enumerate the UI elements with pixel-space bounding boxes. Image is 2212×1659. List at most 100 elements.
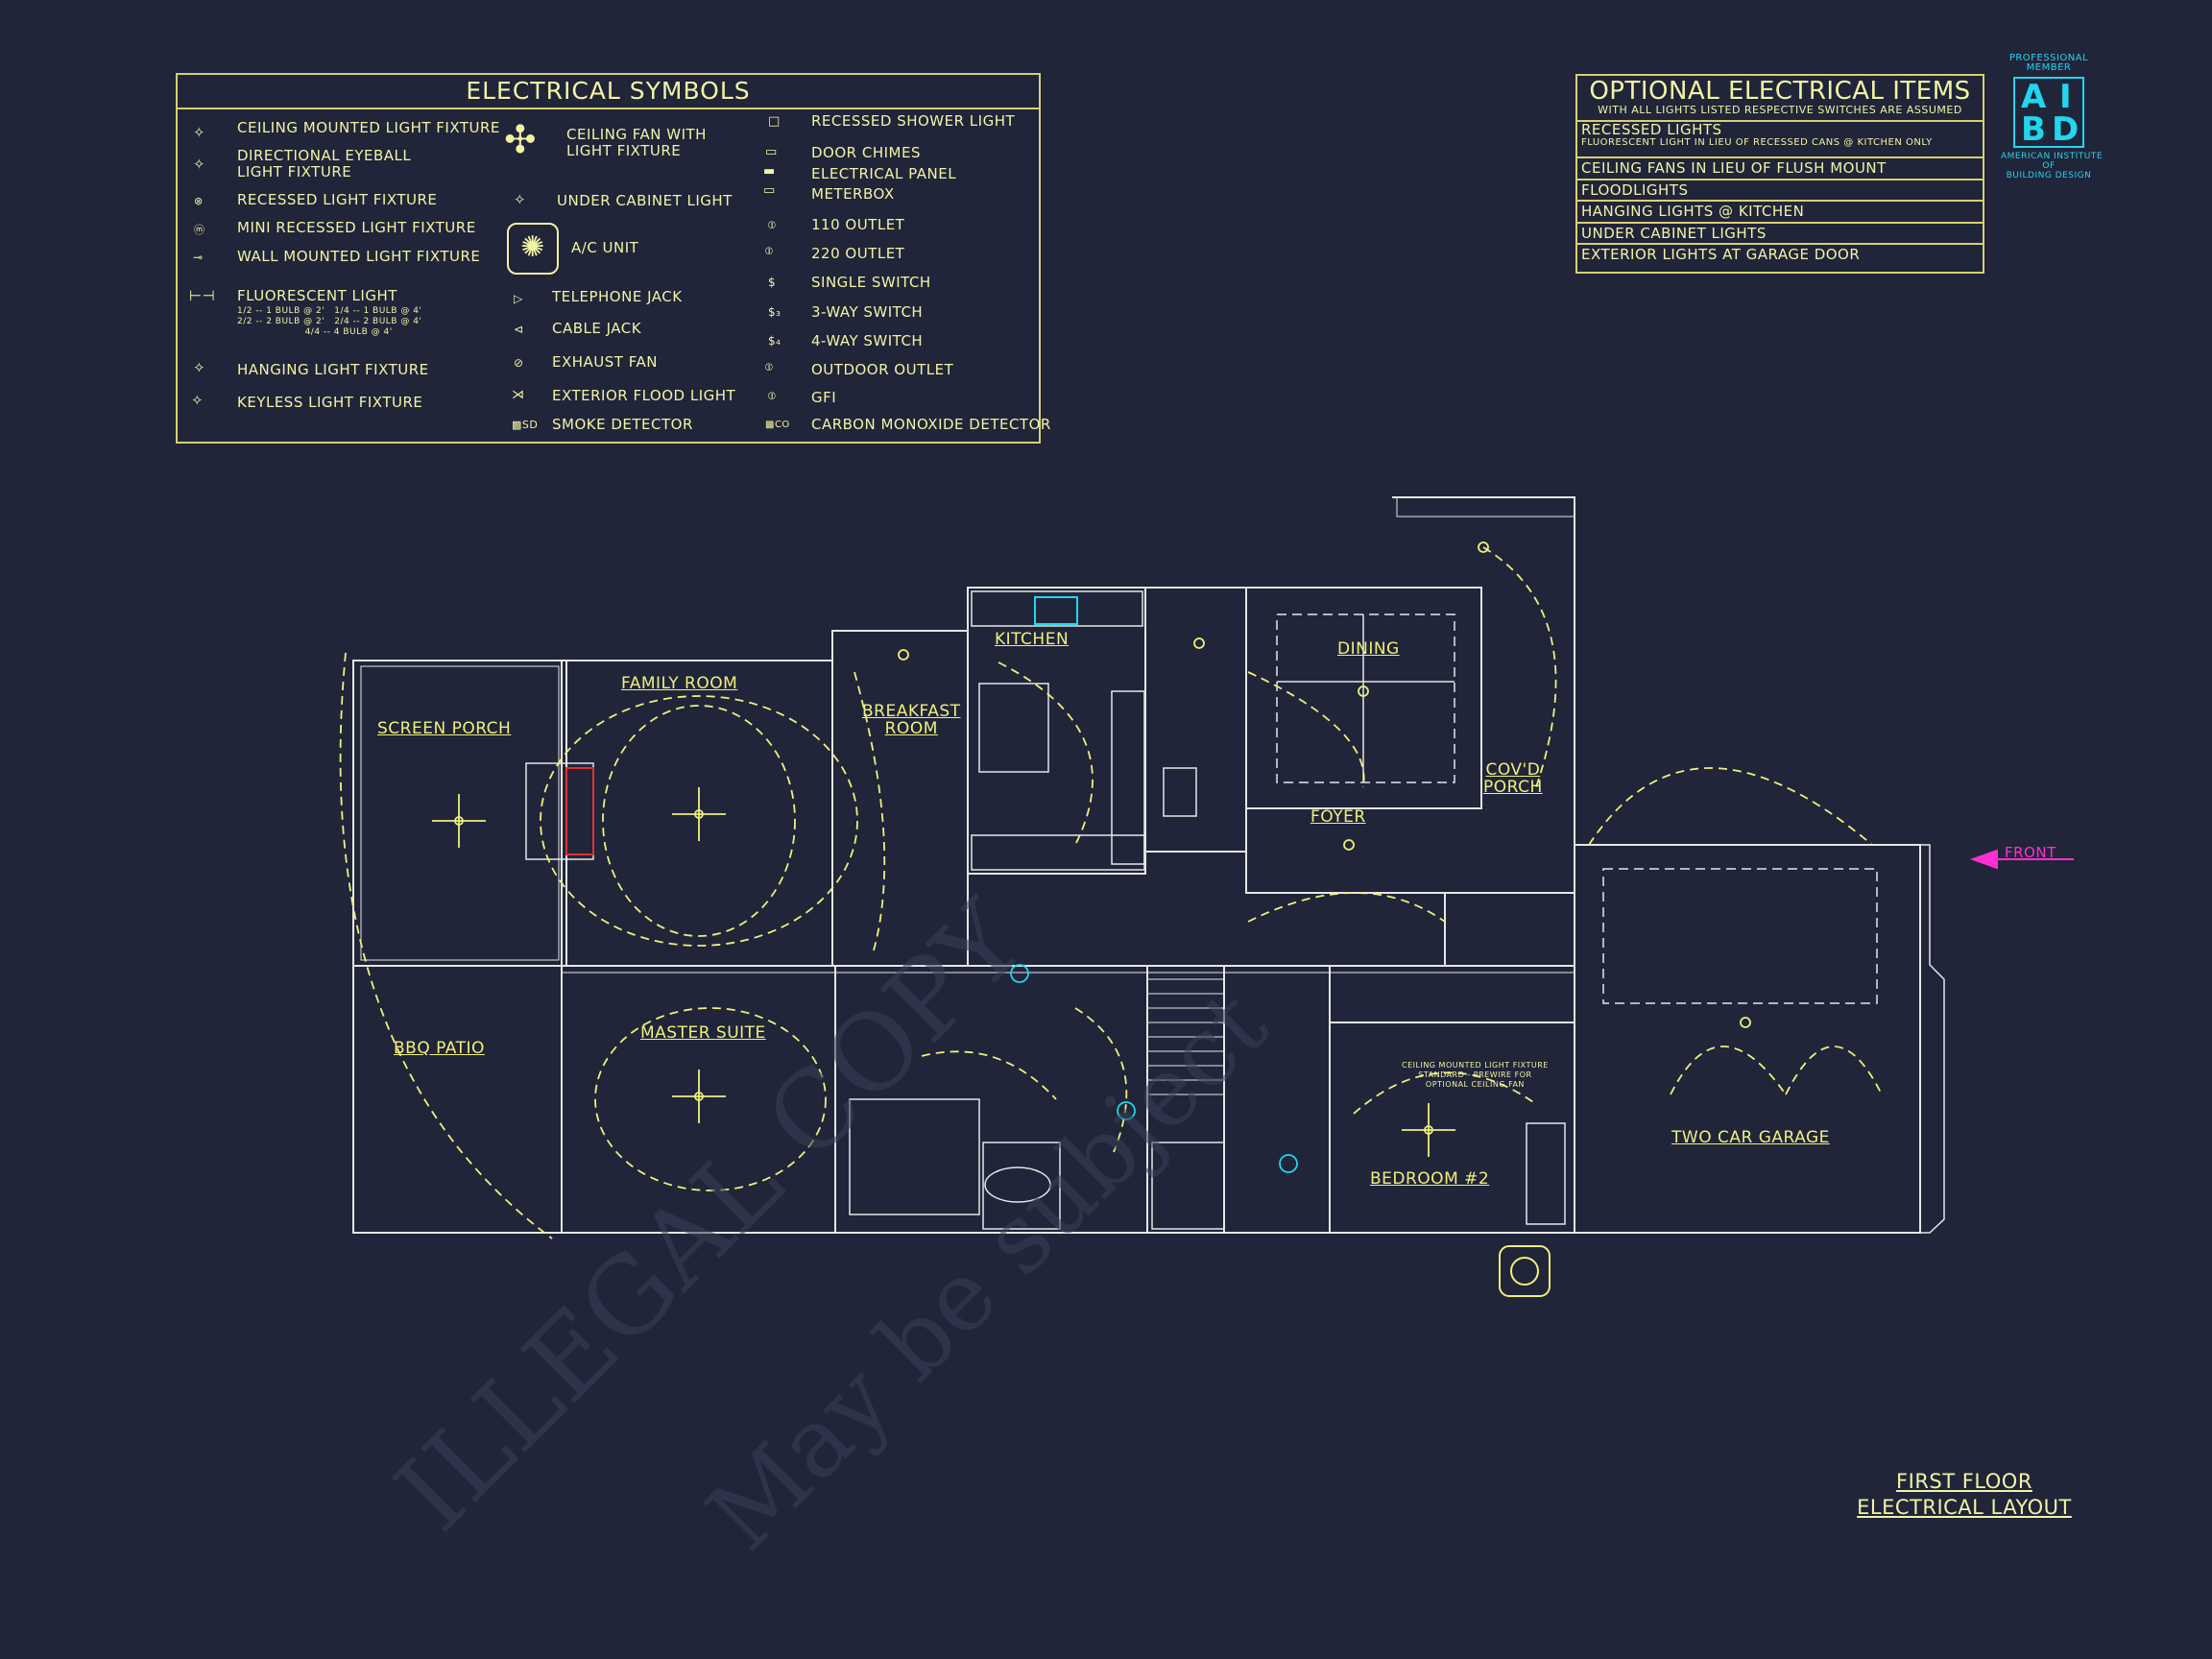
front-label: FRONT <box>2005 844 2056 861</box>
legend-item: CEILING FAN WITH LIGHT FIXTURE <box>566 126 707 159</box>
four-way-switch-icon: $₄ <box>768 334 781 348</box>
single-switch-icon: $ <box>768 276 777 289</box>
room-label-kitchen: KITCHEN <box>995 630 1070 649</box>
legend-item: A/C UNIT <box>571 239 639 256</box>
legend-item: 110 OUTLET <box>811 216 905 233</box>
fireplace <box>525 762 594 860</box>
legend-item: DIRECTIONAL EYEBALL LIGHT FIXTURE <box>237 147 412 180</box>
logo-bottom-text: AMERICAN INSTITUTE OF BUILDING DESIGN <box>2001 152 2104 180</box>
hanging-light-icon: ✧ <box>193 359 206 376</box>
svg-text:ILLEGAL COPY: ILLEGAL COPY <box>373 878 1048 1553</box>
three-way-switch-icon: $₃ <box>768 305 781 319</box>
exhaust-fan-icon: ⊘ <box>514 356 524 370</box>
legend-item: 4-WAY SWITCH <box>811 332 924 349</box>
optional-row-note: FLUORESCENT LIGHT IN LIEU OF RECESSED CA… <box>1581 137 1933 148</box>
room-label-two-car-garage: TWO CAR GARAGE <box>1671 1128 1830 1147</box>
exhaust-fan-icon <box>1279 1154 1298 1173</box>
outlet-110-icon: ⦶ <box>768 219 777 231</box>
recessed-light-icon: ⊗ <box>194 195 204 207</box>
legend-item: SMOKE DETECTOR <box>552 416 693 433</box>
optional-row: FLOODLIGHTS <box>1577 178 1983 201</box>
bathtub <box>984 1166 1051 1203</box>
room-label-bbq-patio: BBQ PATIO <box>394 1039 485 1058</box>
optional-subtitle: WITH ALL LIGHTS LISTED RESPECTIVE SWITCH… <box>1598 104 1962 116</box>
optional-row: UNDER CABINET LIGHTS <box>1577 221 1983 244</box>
optional-electrical-items: OPTIONAL ELECTRICAL ITEMS WITH ALL LIGHT… <box>1575 74 1984 274</box>
room-label-foyer: FOYER <box>1310 807 1366 827</box>
exhaust-fan-icon <box>1010 964 1029 983</box>
bedroom-fan-note: CEILING MOUNTED LIGHT FIXTURE STANDARD -… <box>1402 1061 1549 1089</box>
ac-unit-icon: ✺ <box>507 223 559 275</box>
legend-item: RECESSED LIGHT FIXTURE <box>237 191 438 208</box>
ceiling-light-icon <box>1343 839 1355 851</box>
wiring-runs <box>339 546 1883 1239</box>
screen-porch-walls <box>352 660 567 967</box>
outlet-220-icon: ⦶ <box>765 245 774 257</box>
legend-title: ELECTRICAL SYMBOLS <box>178 75 1039 109</box>
logo-top-text: PROFESSIONAL MEMBER <box>2008 53 2089 73</box>
ceiling-light-icon <box>1358 685 1369 697</box>
ceiling-light-icon <box>1193 637 1205 649</box>
legend-item: ELECTRICAL PANEL <box>811 165 957 182</box>
room-label-master-suite: MASTER SUITE <box>640 1023 766 1043</box>
front-arrow-icon <box>1970 849 2074 870</box>
optional-row-recessed: RECESSED LIGHTS FLUORESCENT LIGHT IN LIE… <box>1577 120 1983 156</box>
aibd-logo: PROFESSIONAL MEMBER A I B D AMERICAN INS… <box>2001 53 2104 188</box>
legend-item: SINGLE SWITCH <box>811 274 931 291</box>
kitchen-sink <box>1034 596 1078 625</box>
legend-item: 3-WAY SWITCH <box>811 303 924 321</box>
watermark: ILLEGAL COPY May be subject <box>373 878 1289 1572</box>
legend-item: HANGING LIGHT FIXTURE <box>237 361 429 378</box>
legend-item: TELEPHONE JACK <box>552 288 683 305</box>
foyer-walls <box>1245 808 1446 966</box>
legend-item: FLUORESCENT LIGHT <box>237 287 397 304</box>
fluorescent-notes: 1/2 -- 1 BULB @ 2' 1/4 -- 1 BULB @ 4' 2/… <box>237 306 422 337</box>
room-label-covd-porch: COV'D PORCH <box>1483 760 1543 797</box>
telephone-jack-icon: ▷ <box>514 292 523 305</box>
fixtures <box>432 541 1751 1173</box>
cable-jack-icon: ⊲ <box>514 323 524 336</box>
gfi-icon: ⦶ <box>768 390 777 402</box>
co-detector-icon: ▩CO <box>765 420 790 430</box>
legend-item: CABLE JACK <box>552 320 642 337</box>
legend-item: UNDER CABINET LIGHT <box>557 192 733 209</box>
bbq-patio-outline <box>352 966 562 1234</box>
meterbox-icon: ▭ <box>763 183 776 198</box>
room-label-screen-porch: SCREEN PORCH <box>377 719 512 738</box>
legend-item: EXTERIOR FLOOD LIGHT <box>552 387 736 404</box>
sheet-title-line2: ELECTRICAL LAYOUT <box>1857 1496 2072 1519</box>
legend-item: RECESSED SHOWER LIGHT <box>811 112 1016 130</box>
legend-item: KEYLESS LIGHT FIXTURE <box>237 394 423 411</box>
legend-item: CEILING MOUNTED LIGHT FIXTURE <box>237 119 500 136</box>
eyeball-light-icon: ✧ <box>193 156 206 173</box>
legend-item: GFI <box>811 389 837 406</box>
sheet-title-line1: FIRST FLOOR <box>1896 1470 2032 1493</box>
optional-row-label: RECESSED LIGHTS <box>1581 121 1722 138</box>
dining-ceiling-coffer <box>1276 613 1455 783</box>
legend-item: DOOR CHIMES <box>811 144 921 161</box>
kitchen-island <box>978 683 1049 773</box>
legend-item: EXHAUST FAN <box>552 353 658 371</box>
legend-item: WALL MOUNTED LIGHT FIXTURE <box>237 248 481 265</box>
ceiling-light-icon <box>1478 541 1489 553</box>
logo-letter: B <box>2021 110 2047 149</box>
electrical-symbols-legend: ELECTRICAL SYMBOLS ✧ CEILING MOUNTED LIG… <box>176 73 1050 444</box>
legend-item: OUTDOOR OUTLET <box>811 361 954 378</box>
smoke-detector-icon: ▩SD <box>512 419 539 431</box>
fireplace-hearth <box>565 767 594 855</box>
ceiling-fan-icon <box>432 794 486 848</box>
legend-item: 220 OUTLET <box>811 245 905 262</box>
logo-letter: A <box>2021 78 2047 116</box>
garage-walls <box>1574 844 1921 1234</box>
mini-recessed-light-icon: ⓜ <box>194 224 205 236</box>
keyless-light-icon: ✧ <box>191 392 204 409</box>
bedroom2-walls <box>1329 1022 1575 1234</box>
room-label-dining: DINING <box>1337 639 1400 659</box>
ceiling-light-icon <box>1740 1017 1751 1028</box>
room-label-bedroom2: BEDROOM #2 <box>1370 1169 1490 1189</box>
room-label-breakfast: BREAKFAST ROOM <box>862 702 961 738</box>
sheet-title: FIRST FLOOR ELECTRICAL LAYOUT <box>1839 1469 2089 1521</box>
svg-text:May be subject: May be subject <box>685 969 1288 1572</box>
garage-door-track <box>1602 868 1878 1004</box>
